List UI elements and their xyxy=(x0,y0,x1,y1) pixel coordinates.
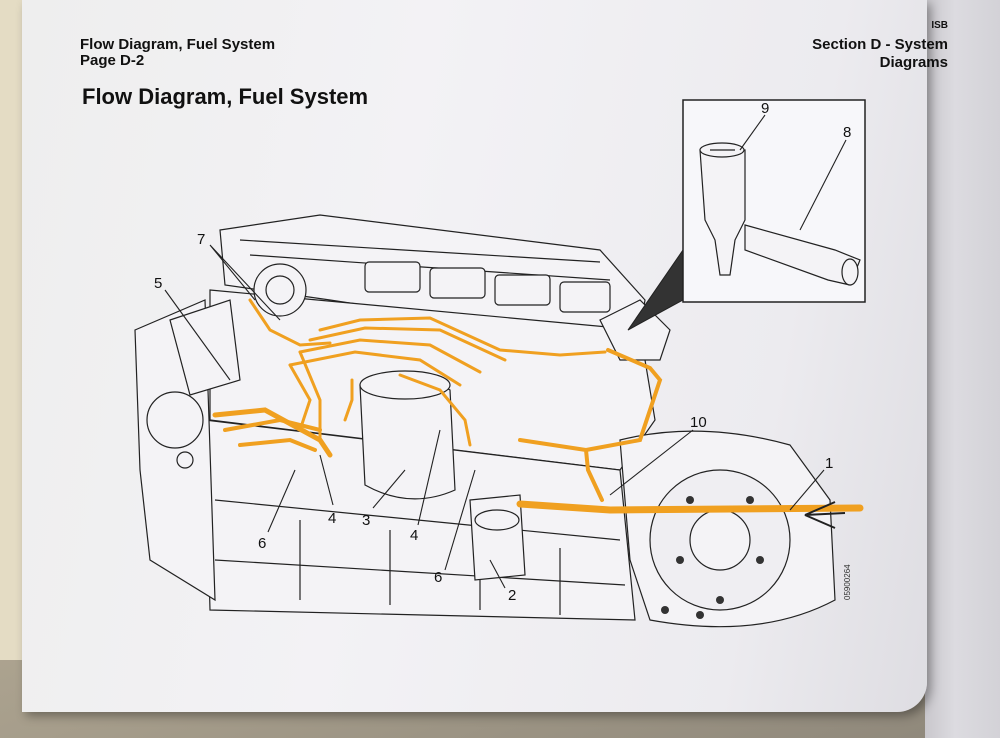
page-header-left: Flow Diagram, Fuel System Page D-2 xyxy=(80,37,275,69)
callout-7: 7 xyxy=(197,231,205,248)
figure-id: 05900264 xyxy=(843,564,852,600)
callout-6a: 6 xyxy=(258,535,266,552)
fuel-lines xyxy=(212,298,864,514)
callout-10: 10 xyxy=(690,414,707,431)
callout-3: 3 xyxy=(362,512,370,529)
facing-page-edge xyxy=(925,0,1000,738)
callout-4b: 4 xyxy=(410,527,418,544)
fuel-supply-line xyxy=(516,500,864,514)
callout-leaders xyxy=(164,114,847,589)
header-page-number: Page D-2 xyxy=(80,52,145,69)
header-section: Section D - System Diagrams xyxy=(812,36,948,71)
callout-1: 1 xyxy=(825,455,833,472)
header-title: Flow Diagram, Fuel System xyxy=(80,36,276,53)
callout-4a: 4 xyxy=(328,510,336,527)
page-header-right: ISB Section D - System Diagrams xyxy=(748,20,948,72)
header-model: ISB xyxy=(931,20,948,31)
callout-6b: 6 xyxy=(434,569,442,586)
fuel-flow-arrow xyxy=(804,501,846,529)
callout-8: 8 xyxy=(843,124,851,141)
page-title: Flow Diagram, Fuel System xyxy=(82,84,369,109)
callout-5: 5 xyxy=(154,275,162,292)
callouts: 1 2 3 4 4 5 6 6 7 8 9 10 xyxy=(154,100,851,604)
callout-2: 2 xyxy=(508,587,516,604)
injector-inset xyxy=(627,99,866,331)
callout-9: 9 xyxy=(761,100,769,117)
